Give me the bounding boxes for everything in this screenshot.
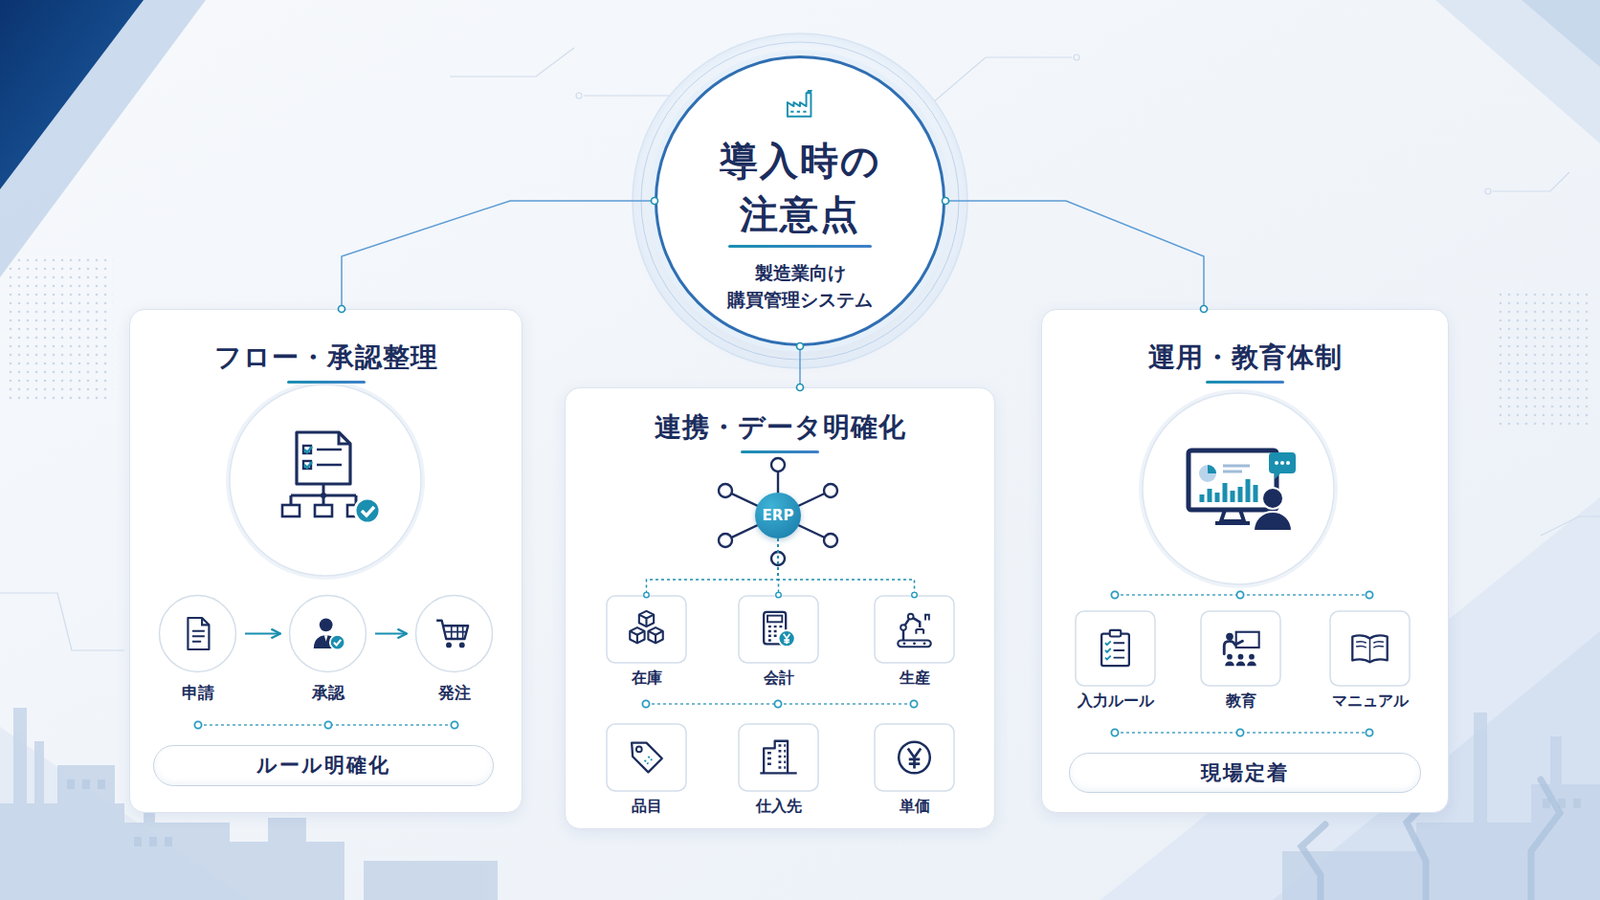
tile-icon [605,595,688,665]
title-underline [287,380,366,384]
data-tile: 在庫 [605,595,688,689]
tile-icon [873,595,956,665]
step-icon-circle [414,594,494,674]
dot-texture [7,258,113,402]
item-label: 品目 [631,796,663,818]
step-circle: 申請 [157,594,238,705]
tile-icon [1329,610,1411,688]
summary-pill: 現場定着 [1068,753,1422,794]
item-label: 仕入先 [755,796,802,818]
flow-arrow [375,633,407,636]
step-circle: 発注 [414,594,494,705]
item-label: 教育 [1225,690,1257,712]
tile-icon [737,723,820,793]
item-label: 在庫 [631,667,663,689]
outer-ring [632,33,968,369]
panel-heading: 運用・教育体制 [1148,340,1343,376]
topic-subtitle: 製造業向け 購買管理システム [713,259,887,313]
data-tile: 仕入先 [737,723,820,818]
step-icon-circle [288,594,368,674]
tool-tile: 入力ルール [1074,610,1156,712]
connector-line [341,200,655,310]
item-label: 承認 [311,681,345,705]
data-tile: 生産 [873,595,956,689]
corner-band [1521,0,1600,67]
tool-tile: マニュアル [1329,610,1411,712]
summary-pill: ルール明確化 [153,745,494,787]
item-label: 入力ルール [1077,690,1155,712]
step-circle: 承認 [288,594,368,705]
hub-label: ERP [762,507,795,525]
panel-heading: 連携・データ明確化 [654,410,907,445]
section-panel: 運用・教育体制入力ルール 教育 マニュアル現場定着 [1041,309,1449,814]
panel-illustration [130,310,524,815]
connector-line [945,200,1204,310]
tile-icon [873,723,956,793]
connector-line [777,538,779,596]
tile-icon [1074,610,1156,688]
section-panel: フロー・承認整理申請 承認 発注ルール明確化 [129,309,523,814]
dot-texture [1492,287,1594,431]
panel-heading: フロー・承認整理 [214,340,439,376]
connector-line [646,538,779,596]
pill-label: 現場定着 [1069,754,1421,792]
item-label: 会計 [763,667,795,689]
panel-illustration [1042,310,1450,815]
topic-circle: 導入時の 注意点製造業向け 購買管理システム [654,55,946,347]
tool-tile: 教育 [1200,610,1282,712]
corner-band [1435,0,1600,144]
corner-band [0,0,144,190]
title-underline [1205,380,1285,384]
tile-icon [1200,610,1282,688]
title-underline [740,450,820,454]
tile-icon [737,595,820,665]
data-tile: 品目 [605,723,688,818]
connector-line [777,538,915,596]
outer-ring [641,42,959,360]
data-tile: 単価 [873,723,956,818]
topic-title: 導入時の 注意点 [709,133,891,242]
corner-band [0,0,206,278]
tile-icon [605,723,688,793]
connector-line [799,346,801,388]
title-underline [728,244,872,248]
step-icon-circle [157,594,238,674]
item-label: マニュアル [1332,690,1409,712]
item-label: 申請 [181,681,215,705]
item-label: 生産 [899,667,931,689]
data-tile: 会計 [737,595,820,689]
item-label: 単価 [899,796,931,818]
flow-arrow [244,633,281,636]
erp-hub: ERP [755,492,801,539]
factory-icon [782,85,818,120]
pill-label: ルール明確化 [154,746,493,785]
section-panel: 連携・データ明確化 ERP 在庫 会計 生産品目 仕入先 単価 [564,387,996,830]
item-label: 発注 [438,681,471,705]
